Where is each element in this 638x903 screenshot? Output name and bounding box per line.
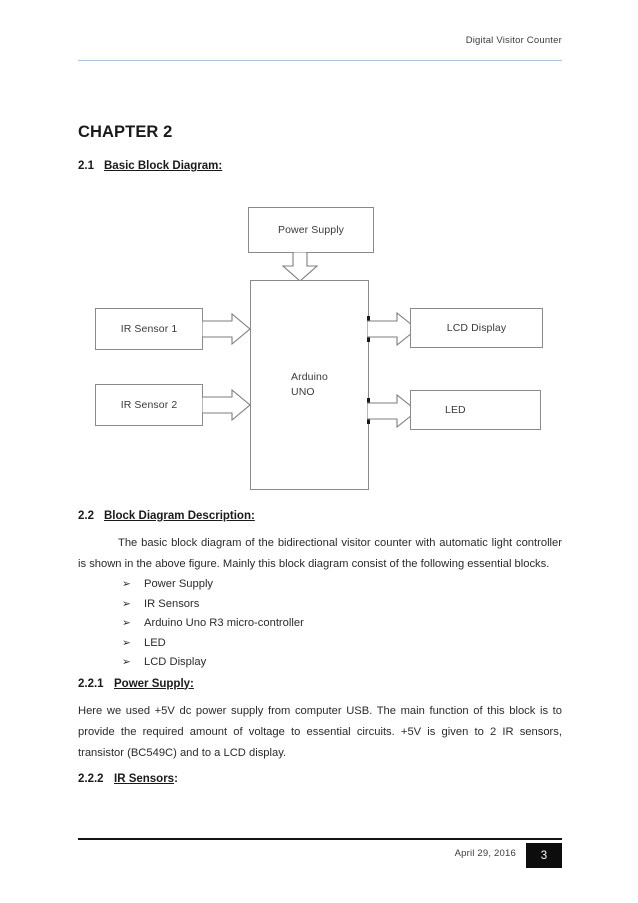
block-diagram-description-paragraph: The basic block diagram of the bidirecti… [78,537,562,570]
chapter-title: CHAPTER 2 [78,123,173,141]
arrow-arduino-to-led [366,393,419,434]
diagram-label-lcd-display: LCD Display [446,322,507,334]
heading-2-2-2-number: 2.2.2 [78,772,104,785]
list-item: ➢ LCD Display [78,653,562,673]
essential-blocks-list: ➢ Power Supply ➢ IR Sensors ➢ Arduino Un… [78,575,562,673]
list-item-label: Arduino Uno R3 micro-controller [144,617,304,629]
footer-divider [78,838,562,840]
arrow-bullet-icon: ➢ [122,597,131,610]
diagram-label-ir-sensor-1: IR Sensor 1 [120,323,178,335]
footer-date: April 29, 2016 [454,848,516,859]
heading-2-2-number: 2.2 [78,510,94,522]
heading-2-1: 2.1 Basic Block Diagram: [78,158,562,174]
arrow-bullet-icon: ➢ [122,636,131,649]
heading-2-2-1-label: Power Supply: [114,677,194,690]
heading-2-2-2-label: IR Sensors [114,772,175,785]
arduino-label-line-2: UNO [291,386,315,398]
list-item-label: LED [144,636,166,649]
page-footer: April 29, 2016 3 [78,843,562,869]
diagram-box-led: LED [410,390,541,430]
diagram-label-led: LED [445,404,466,416]
header-divider [78,60,562,61]
arrow-bullet-icon: ➢ [122,578,131,590]
list-item-label: Power Supply [144,578,214,590]
list-item-label: LCD Display [144,656,207,668]
header-title: Digital Visitor Counter [465,35,562,46]
arrow-arduino-to-lcd-display [366,311,419,352]
arrow-bullet-icon: ➢ [122,656,131,668]
diagram-label-power-supply: Power Supply [278,224,344,236]
heading-2-2-2-suffix: : [174,772,178,785]
arrow-ir-sensor-2-to-arduino [201,388,252,426]
page-content: CHAPTER 2 2.1 Basic Block Diagram: Power … [78,122,562,787]
list-item-label: IR Sensors [144,597,200,610]
arrow-ir-sensor-1-to-arduino [201,312,252,350]
heading-2-2-1: 2.2.1 Power Supply: [78,676,562,692]
diagram-box-ir-sensor-2: IR Sensor 2 [95,384,203,426]
list-item: ➢ Arduino Uno R3 micro-controller [78,614,562,634]
heading-2-1-label: Basic Block Diagram: [104,160,223,172]
diagram-box-lcd-display: LCD Display [410,308,543,348]
list-item: ➢ Power Supply [78,575,562,595]
arrow-bullet-icon: ➢ [122,617,131,629]
power-supply-paragraph: Here we used +5V dc power supply from co… [78,704,562,759]
page-header: Digital Visitor Counter [78,34,562,48]
diagram-label-ir-sensor-2: IR Sensor 2 [120,399,178,411]
arduino-label-line-1: Arduino [291,371,328,383]
list-item: ➢ IR Sensors [78,595,562,615]
arrow-power-supply-to-arduino [280,251,320,287]
heading-2-2: 2.2 Block Diagram Description: [78,508,562,524]
diagram-box-power-supply: Power Supply [248,207,374,253]
heading-2-2-label: Block Diagram Description: [104,510,255,522]
heading-2-1-number: 2.1 [78,160,94,172]
heading-2-2-2: 2.2.2 IR Sensors: [78,771,562,787]
list-item: ➢ LED [78,634,562,654]
heading-2-2-1-number: 2.2.1 [78,677,104,690]
diagram-box-ir-sensor-1: IR Sensor 1 [95,308,203,350]
page-number-badge: 3 [526,843,562,868]
